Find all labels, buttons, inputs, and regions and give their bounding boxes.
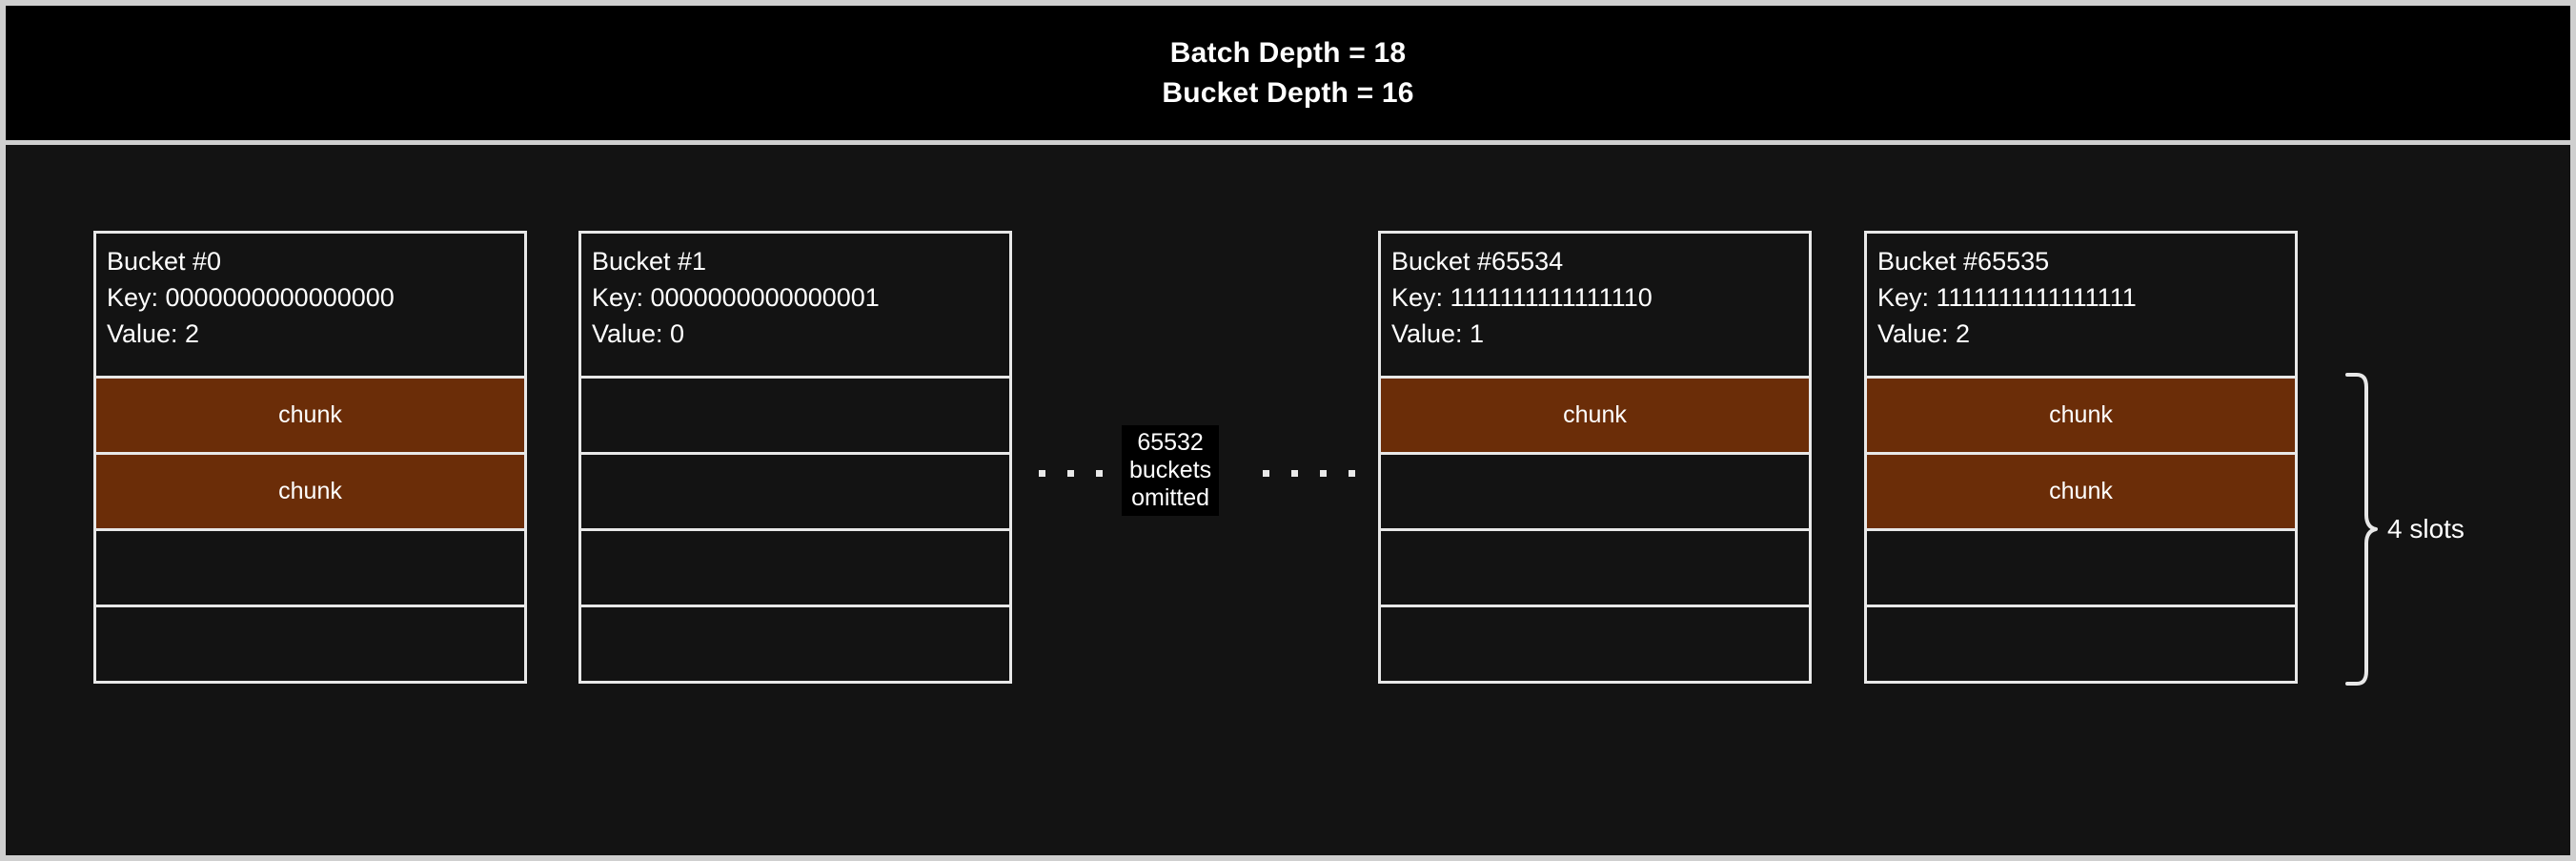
ellipsis-dots-right xyxy=(1263,470,1355,477)
slot-0-1[interactable]: chunk xyxy=(96,455,524,531)
bucket-value-65535: Value: 2 xyxy=(1877,319,1971,348)
bucket-depth-label: Bucket Depth = 16 xyxy=(1162,76,1414,109)
dot xyxy=(1320,470,1327,477)
bucket-slots-0: chunk chunk xyxy=(96,379,524,681)
slot-0-3[interactable] xyxy=(96,607,524,681)
slot-65534-1[interactable] xyxy=(1381,455,1809,531)
dot xyxy=(1349,470,1355,477)
bucket-key-1: Key: 0000000000000001 xyxy=(592,283,880,312)
bucket-box-65535[interactable]: Bucket #65535 Key: 1111111111111111 Valu… xyxy=(1864,231,2298,684)
bucket-box-65534[interactable]: Bucket #65534 Key: 1111111111111110 Valu… xyxy=(1378,231,1812,684)
slot-0-2[interactable] xyxy=(96,531,524,607)
dot xyxy=(1067,470,1074,477)
bucket-value-65534: Value: 1 xyxy=(1391,319,1485,348)
slot-65534-2[interactable] xyxy=(1381,531,1809,607)
slot-1-1[interactable] xyxy=(581,455,1009,531)
ellipsis-dots-left xyxy=(1039,470,1131,477)
slot-65534-3[interactable] xyxy=(1381,607,1809,681)
buckets-area: Bucket #0 Key: 0000000000000000 Value: 2… xyxy=(6,145,2570,855)
slot-1-0[interactable] xyxy=(581,379,1009,455)
slot-1-3[interactable] xyxy=(581,607,1009,681)
bucket-slots-65534: chunk xyxy=(1381,379,1809,681)
dot xyxy=(1263,470,1269,477)
slot-1-2[interactable] xyxy=(581,531,1009,607)
bucket-title-0: Bucket #0 xyxy=(107,247,222,276)
bucket-header-65535: Bucket #65535 Key: 1111111111111111 Valu… xyxy=(1867,234,2295,379)
slot-65534-0[interactable]: chunk xyxy=(1381,379,1809,455)
bucket-header-65534: Bucket #65534 Key: 1111111111111110 Valu… xyxy=(1381,234,1809,379)
dot xyxy=(1096,470,1103,477)
slot-65535-1[interactable]: chunk xyxy=(1867,455,2295,531)
bucket-title-65535: Bucket #65535 xyxy=(1877,247,2050,276)
bucket-value-0: Value: 2 xyxy=(107,319,200,348)
omitted-buckets-marker: 65532 buckets omitted xyxy=(1031,231,1355,684)
bucket-slots-65535: chunk chunk xyxy=(1867,379,2295,681)
omitted-state: omitted xyxy=(1131,484,1210,511)
curly-brace-icon xyxy=(2345,373,2378,686)
bucket-title-65534: Bucket #65534 xyxy=(1391,247,1564,276)
slot-65535-0[interactable]: chunk xyxy=(1867,379,2295,455)
header-banner: Batch Depth = 18 Bucket Depth = 16 xyxy=(6,6,2570,145)
bucket-value-1: Value: 0 xyxy=(592,319,685,348)
bucket-key-65534: Key: 1111111111111110 xyxy=(1391,283,1653,312)
bucket-key-0: Key: 0000000000000000 xyxy=(107,283,395,312)
bucket-title-1: Bucket #1 xyxy=(592,247,707,276)
slot-65535-3[interactable] xyxy=(1867,607,2295,681)
slots-annotation: 4 slots xyxy=(2345,372,2565,687)
slot-65535-2[interactable] xyxy=(1867,531,2295,607)
bucket-key-65535: Key: 1111111111111111 xyxy=(1877,283,2137,312)
batch-depth-label: Batch Depth = 18 xyxy=(1169,36,1407,69)
omitted-count-label: 65532 buckets omitted xyxy=(1122,425,1220,516)
dot xyxy=(1291,470,1298,477)
slot-0-0[interactable]: chunk xyxy=(96,379,524,455)
bucket-header-1: Bucket #1 Key: 0000000000000001 Value: 0 xyxy=(581,234,1009,379)
omitted-unit: buckets xyxy=(1129,457,1212,483)
bucket-box-0[interactable]: Bucket #0 Key: 0000000000000000 Value: 2… xyxy=(93,231,527,684)
bucket-header-0: Bucket #0 Key: 0000000000000000 Value: 2 xyxy=(96,234,524,379)
bucket-slots-1 xyxy=(581,379,1009,681)
slots-count-label: 4 slots xyxy=(2387,514,2464,543)
bucket-box-1[interactable]: Bucket #1 Key: 0000000000000001 Value: 0 xyxy=(578,231,1012,684)
omitted-count: 65532 xyxy=(1137,429,1204,456)
dot xyxy=(1039,470,1045,477)
